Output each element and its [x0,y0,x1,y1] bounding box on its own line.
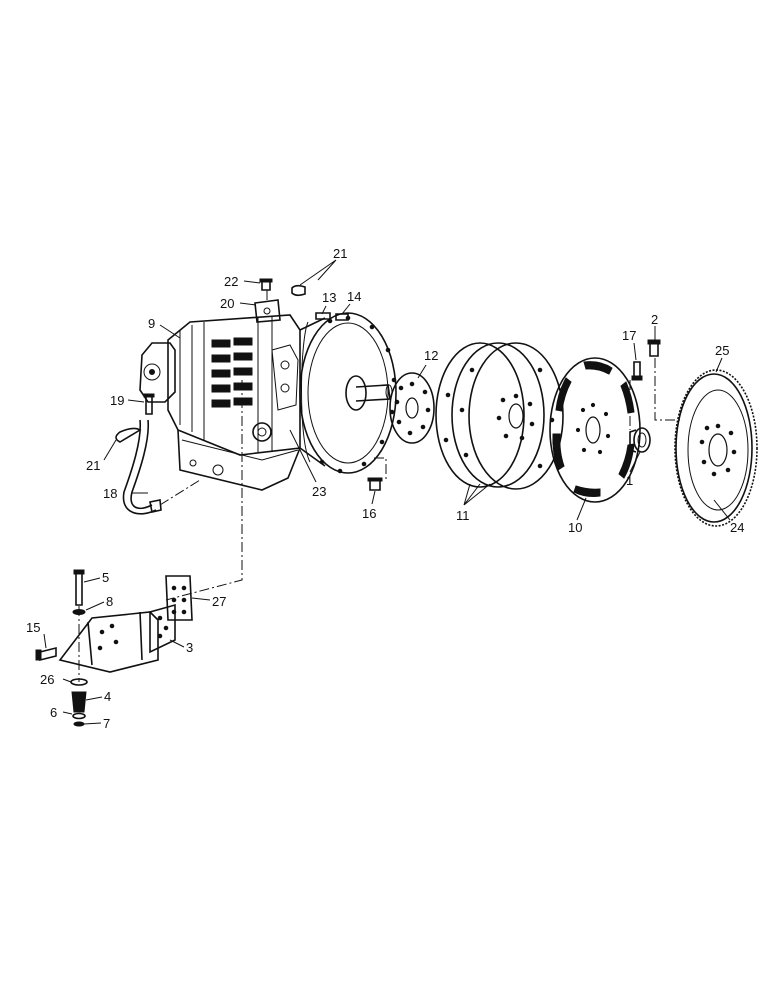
cooler-hose [115,393,162,515]
callout-12: 12 [424,348,438,363]
transmission-housing [139,314,301,491]
callout-13: 13 [322,290,336,305]
callout-2: 2 [651,312,658,327]
callouts: 1 2 3 4 5 6 7 8 9 10 11 12 13 14 15 16 1… [26,246,744,731]
callout-22: 22 [224,274,238,289]
callout-21b: 21 [86,458,100,473]
spacer-plate-27 [165,575,193,621]
callout-20: 20 [220,296,234,311]
stud-2 [647,339,661,357]
converter-housing [299,312,397,474]
callout-7: 7 [103,716,110,731]
callout-24: 24 [730,520,744,535]
drive-plate [549,357,641,503]
assembly-centerlines [78,290,682,682]
leader-lines [43,259,731,725]
mount-bracket [35,603,176,673]
callout-10: 10 [568,520,582,535]
callout-25: 25 [715,343,729,358]
callout-3: 3 [186,640,193,655]
callout-4: 4 [104,689,111,704]
callout-15: 15 [26,620,40,635]
hardware-top [254,278,383,491]
mount-hardware [70,569,88,727]
callout-26: 26 [40,672,54,687]
bolt-17 [631,361,643,381]
callout-8: 8 [106,594,113,609]
callout-18: 18 [103,486,117,501]
callout-1: 1 [626,473,633,488]
callout-17: 17 [622,328,636,343]
flywheel-ring-gear [674,369,758,527]
callout-9: 9 [148,316,155,331]
flex-plate-stack [435,342,564,490]
callout-21a: 21 [333,246,347,261]
callout-19: 19 [110,393,124,408]
callout-16: 16 [362,506,376,521]
callout-11: 11 [456,508,470,523]
pilot-bushing [629,427,651,453]
callout-23: 23 [312,484,326,499]
callout-27: 27 [212,594,226,609]
callout-14: 14 [347,289,361,304]
adapter-plate [389,372,435,444]
callout-5: 5 [102,570,109,585]
callout-6: 6 [50,705,57,720]
